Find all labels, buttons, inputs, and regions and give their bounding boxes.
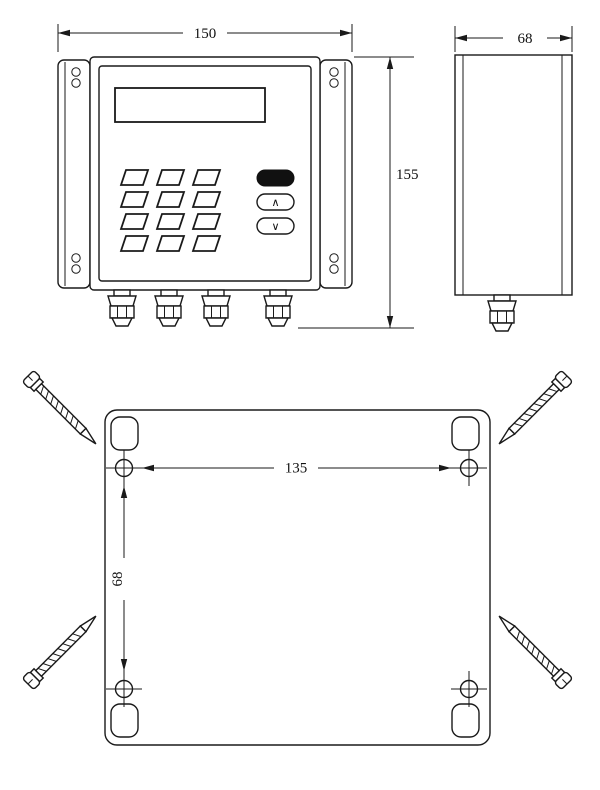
keypad-key[interactable] xyxy=(120,191,149,208)
keypad-key[interactable] xyxy=(120,213,149,230)
keypad-key[interactable] xyxy=(156,191,185,208)
corner-slot-bottom-right xyxy=(451,703,480,738)
hole-spacing-horizontal-label: 135 xyxy=(285,461,308,477)
keypad-key[interactable] xyxy=(192,235,221,252)
side-view: 68 xyxy=(454,26,573,332)
side-depth-dimension-label: 68 xyxy=(518,31,533,47)
front-width-dimension-label: 150 xyxy=(194,26,217,42)
bracket-hole xyxy=(71,264,81,274)
front-height-dimension-label: 155 xyxy=(396,167,419,183)
dim-hole-spacing-horizontal: 135 xyxy=(142,461,451,477)
side-enclosure-body xyxy=(454,54,573,296)
cable-gland xyxy=(154,289,184,327)
mounting-plate xyxy=(104,409,491,746)
bracket-hole xyxy=(329,264,339,274)
black-function-key[interactable] xyxy=(256,169,295,187)
front-panel xyxy=(98,65,312,282)
keypad-key[interactable] xyxy=(156,169,185,186)
anchor-screw-bottom-left xyxy=(21,609,103,691)
down-arrow-button[interactable] xyxy=(256,217,295,235)
keypad-key[interactable] xyxy=(120,169,149,186)
keypad-key[interactable] xyxy=(156,235,185,252)
bracket-hole xyxy=(71,78,81,88)
corner-slot-top-right xyxy=(451,416,480,451)
keypad-key[interactable] xyxy=(192,213,221,230)
cable-gland-side xyxy=(487,294,517,332)
keypad: ∧ ∨ xyxy=(120,169,295,252)
up-arrow-glyph: ∧ xyxy=(271,196,279,209)
dim-depth: 68 xyxy=(454,26,573,52)
lcd-display xyxy=(114,87,266,123)
keypad-key[interactable] xyxy=(192,191,221,208)
hole-spacing-vertical-label: 68 xyxy=(110,572,126,587)
dim-height: 155 xyxy=(298,56,419,329)
mounting-plate-view: 135 68 xyxy=(21,369,574,746)
dim-width: 150 xyxy=(57,24,353,52)
keypad-key[interactable] xyxy=(156,213,185,230)
keypad-key[interactable] xyxy=(192,169,221,186)
mounting-bracket-right xyxy=(319,59,353,289)
mounting-bracket-left xyxy=(57,59,91,289)
bracket-hole xyxy=(329,67,339,77)
cable-gland xyxy=(263,289,293,327)
down-arrow-glyph: ∨ xyxy=(271,220,279,233)
bracket-hole xyxy=(71,67,81,77)
bracket-hole xyxy=(329,78,339,88)
cable-glands-front xyxy=(107,289,293,327)
front-view: 150 xyxy=(57,24,419,329)
cable-gland xyxy=(107,289,137,327)
anchor-screw-top-right xyxy=(492,369,574,451)
bracket-hole xyxy=(71,253,81,263)
up-arrow-button[interactable] xyxy=(256,193,295,211)
dim-hole-spacing-vertical: 68 xyxy=(110,486,128,671)
keypad-key[interactable] xyxy=(120,235,149,252)
bracket-hole xyxy=(329,253,339,263)
anchor-screw-top-left xyxy=(21,369,103,451)
cable-gland xyxy=(201,289,231,327)
anchor-screw-bottom-right xyxy=(492,609,574,691)
